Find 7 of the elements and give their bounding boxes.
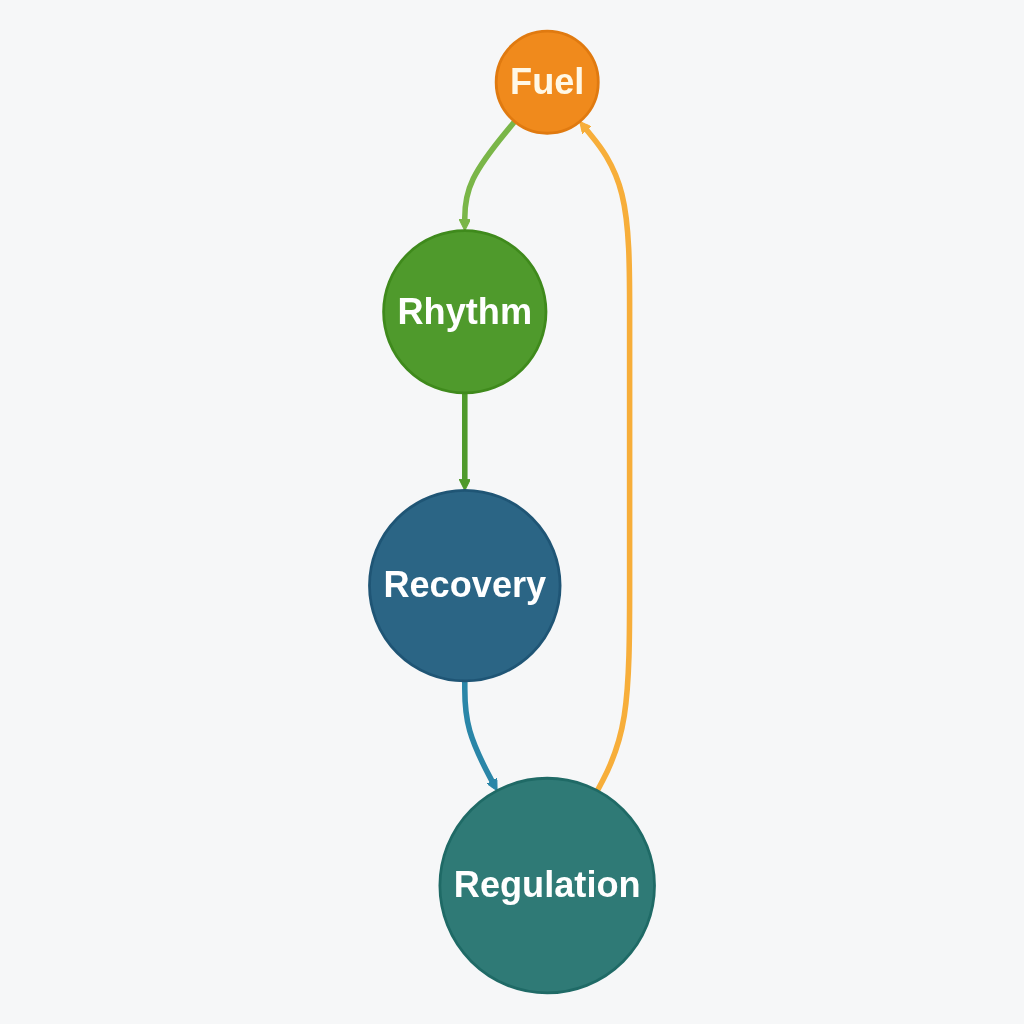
node-circle: Fuel	[494, 29, 600, 135]
node-circle: Recovery	[368, 488, 562, 683]
node-circle: Rhythm	[382, 229, 548, 395]
arrow	[458, 393, 471, 491]
arrow	[462, 680, 498, 792]
arrow	[579, 121, 633, 792]
node-circle: Regulation	[438, 776, 656, 995]
